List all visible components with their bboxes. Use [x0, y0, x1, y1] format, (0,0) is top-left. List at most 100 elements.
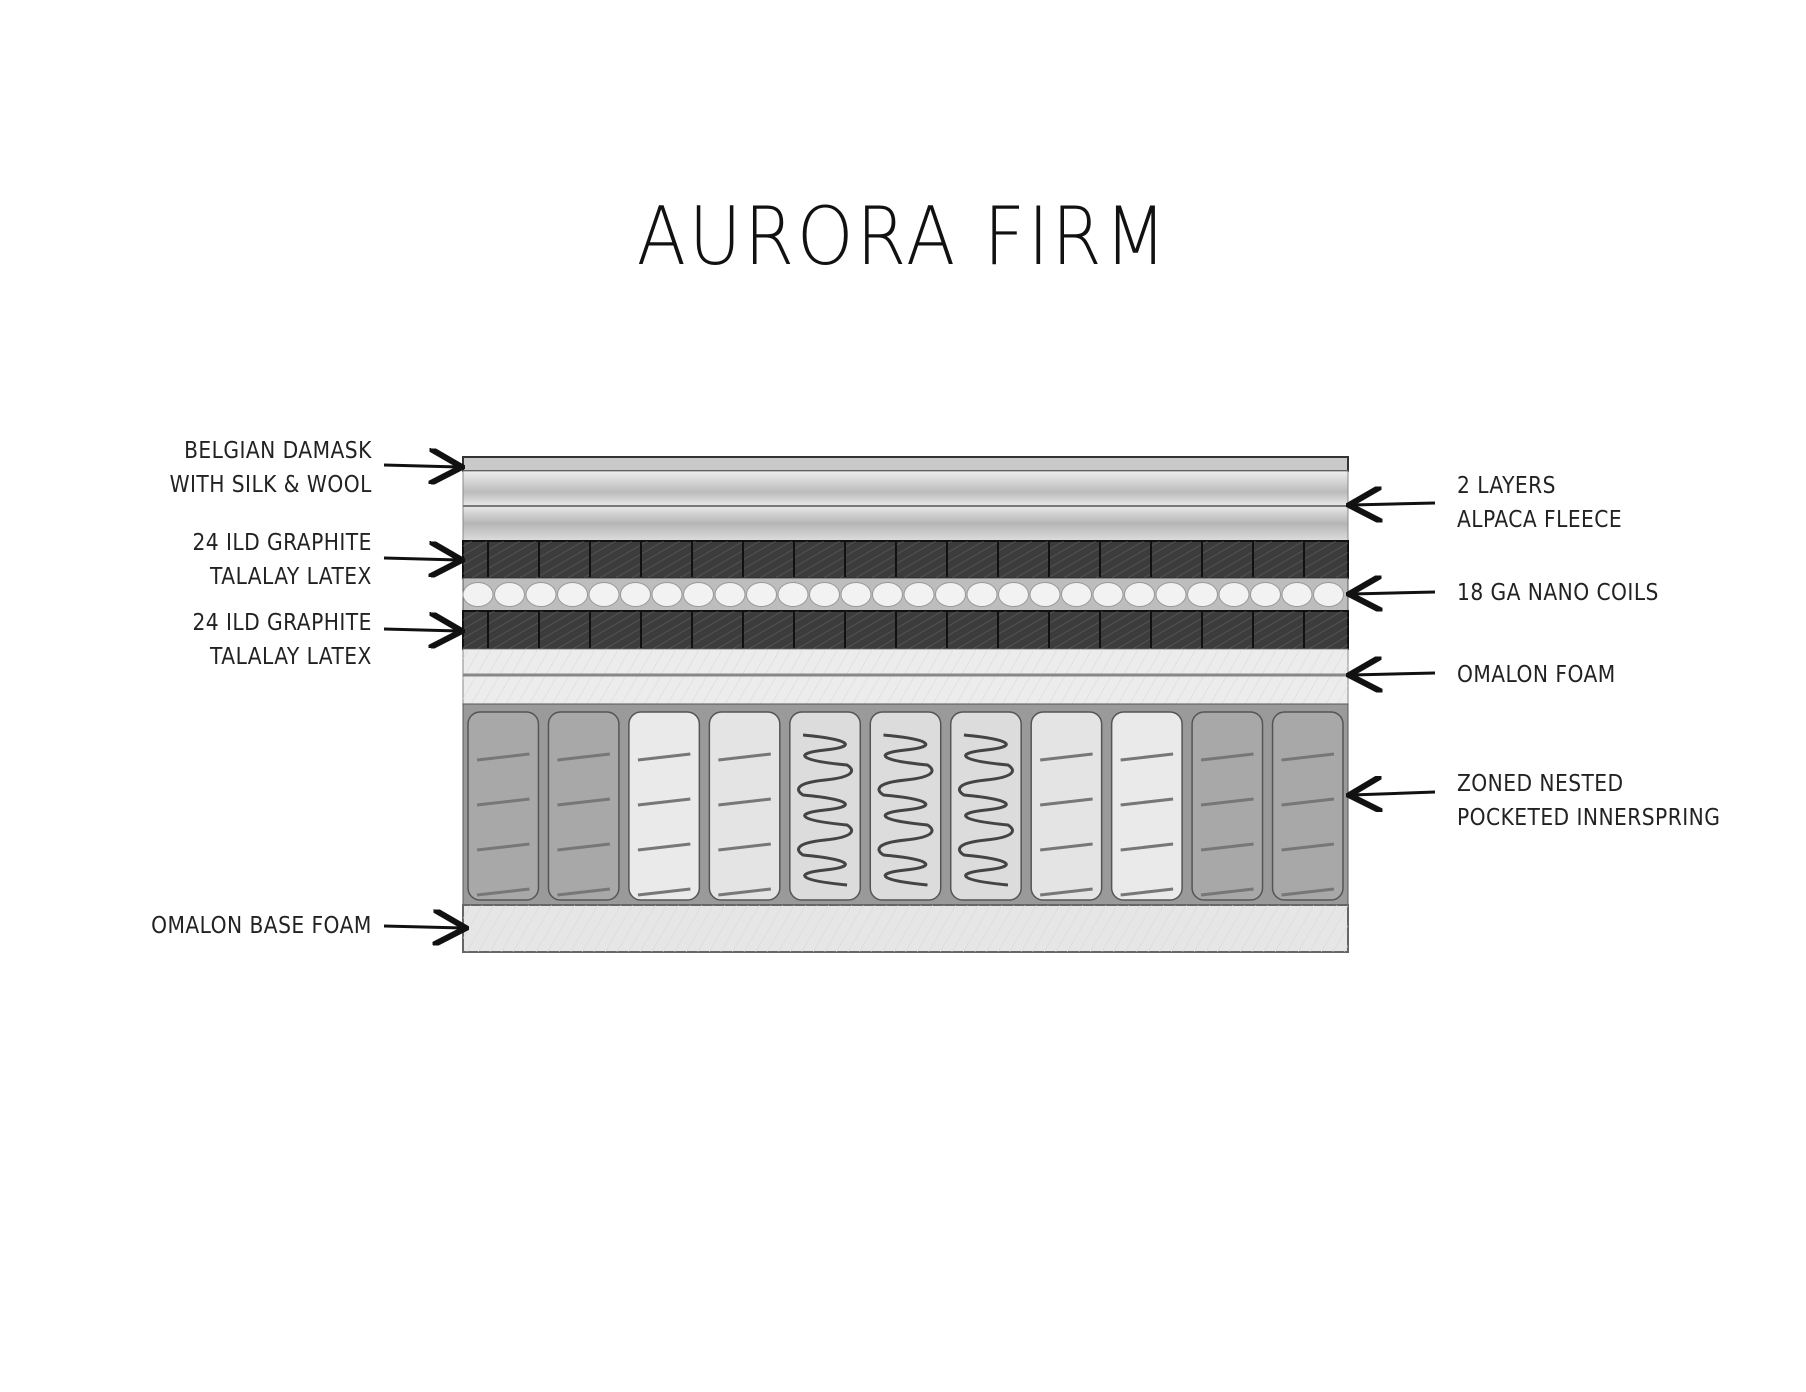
arrows: [383, 465, 1436, 928]
coil-bead: [1061, 582, 1092, 607]
layer-alpaca-fleece: [462, 470, 1349, 542]
pocket-crease: [1040, 752, 1093, 762]
coil-bead: [966, 582, 998, 607]
coil-bead: [1187, 582, 1218, 607]
arrow-icon: [1352, 792, 1436, 795]
coil-bead: [462, 582, 494, 607]
label-line: 2 LAYERS: [1457, 473, 1556, 499]
label-line: 24 ILD GRAPHITE: [192, 530, 372, 556]
label-alpaca-fleece: 2 LAYERS ALPACA FLEECE: [1457, 469, 1622, 537]
coil-bead: [1218, 582, 1250, 607]
pocket-crease: [1281, 887, 1335, 897]
layer-nano-coils: [462, 577, 1349, 612]
pocket-crease: [557, 842, 611, 852]
pocket-crease: [1281, 797, 1335, 807]
coil-bead: [494, 582, 525, 607]
coil-bead: [1124, 582, 1155, 607]
arrow-icon: [383, 926, 463, 928]
pocket-crease: [1120, 752, 1174, 762]
spring-pocket: [789, 711, 862, 901]
layer-omalon-foam: [462, 648, 1349, 705]
pocket-crease: [476, 842, 530, 852]
label-nano-coils: 18 GA NANO COILS: [1457, 576, 1659, 610]
arrow-icon: [383, 629, 459, 631]
arrow-icon: [383, 558, 459, 560]
pocket-crease: [1281, 842, 1335, 852]
diagram-title: AURORA FIRM: [636, 190, 1170, 283]
label-innerspring: ZONED NESTED POCKETED INNERSPRING: [1457, 767, 1720, 835]
pocket-crease: [1040, 842, 1093, 852]
coil-bead: [1092, 582, 1124, 607]
coil-bead: [998, 582, 1029, 607]
spring-pocket: [949, 711, 1022, 901]
label-line: WITH SILK & WOOL: [169, 472, 372, 498]
coil-bead: [588, 582, 620, 607]
coil-spring: [957, 733, 1014, 887]
pocket-crease: [557, 797, 611, 807]
coil-spring: [797, 733, 854, 887]
coil-bead: [1029, 582, 1061, 607]
coil-bead: [557, 582, 588, 607]
coil-bead: [620, 582, 651, 607]
pocket-crease: [637, 842, 691, 852]
layer-damask: [462, 456, 1349, 472]
coil-bead: [840, 582, 872, 607]
coil-bead: [903, 582, 935, 607]
arrow-icon: [383, 465, 459, 467]
label-belgian-damask: BELGIAN DAMASK WITH SILK & WOOL: [170, 434, 372, 502]
pocket-crease: [718, 752, 771, 762]
label-line: ALPACA FLEECE: [1457, 507, 1623, 533]
coil-bead: [714, 582, 746, 607]
layer-omalon-base-foam: [462, 904, 1349, 953]
pocket-crease: [1120, 797, 1174, 807]
pocket-crease: [637, 887, 691, 897]
label-line: ZONED NESTED: [1457, 771, 1624, 797]
coil-bead: [525, 582, 557, 607]
coil-bead: [1250, 582, 1281, 607]
spring-pocket: [869, 711, 942, 901]
coil-bead: [651, 582, 683, 607]
label-latex-top: 24 ILD GRAPHITE TALALAY LATEX: [193, 526, 372, 594]
pocket-crease: [1200, 797, 1254, 807]
layer-latex-top: [462, 540, 1349, 579]
pocket-crease: [557, 752, 611, 762]
label-latex-bottom: 24 ILD GRAPHITE TALALAY LATEX: [193, 606, 372, 674]
label-line: 18 GA NANO COILS: [1457, 580, 1659, 606]
pocket-crease: [1200, 887, 1254, 897]
pocket-crease: [476, 887, 530, 897]
pocket-crease: [1040, 797, 1093, 807]
pocket-crease: [1200, 752, 1254, 762]
pocket-crease: [1120, 842, 1174, 852]
pocket-crease: [718, 887, 771, 897]
pocket-crease: [476, 797, 530, 807]
pocket-crease: [718, 797, 771, 807]
layer-latex-bottom: [462, 610, 1349, 650]
label-omalon-base-foam: OMALON BASE FOAM: [151, 909, 372, 943]
coil-bead: [1313, 582, 1344, 607]
pocket-crease: [557, 887, 611, 897]
label-line: OMALON BASE FOAM: [151, 913, 372, 939]
pocket-crease: [637, 797, 691, 807]
label-line: 24 ILD GRAPHITE: [192, 610, 372, 636]
coil-bead: [746, 582, 777, 607]
arrow-icon: [1352, 503, 1436, 505]
label-line: OMALON FOAM: [1457, 662, 1616, 688]
layer-innerspring: [462, 703, 1349, 906]
pocket-crease: [476, 752, 530, 762]
label-omalon-foam: OMALON FOAM: [1457, 658, 1616, 692]
coil-bead: [777, 582, 809, 607]
coil-spring: [877, 733, 934, 887]
coil-bead: [1281, 582, 1313, 607]
pocket-crease: [1281, 752, 1335, 762]
coil-bead: [683, 582, 714, 607]
arrow-icon: [1352, 673, 1436, 675]
coil-bead: [872, 582, 903, 607]
pocket-crease: [1120, 887, 1174, 897]
coil-bead: [935, 582, 966, 607]
label-line: TALALAY LATEX: [210, 564, 372, 590]
pocket-crease: [718, 842, 771, 852]
coil-bead: [809, 582, 840, 607]
pocket-crease: [637, 752, 691, 762]
pocket-crease: [1040, 887, 1093, 897]
